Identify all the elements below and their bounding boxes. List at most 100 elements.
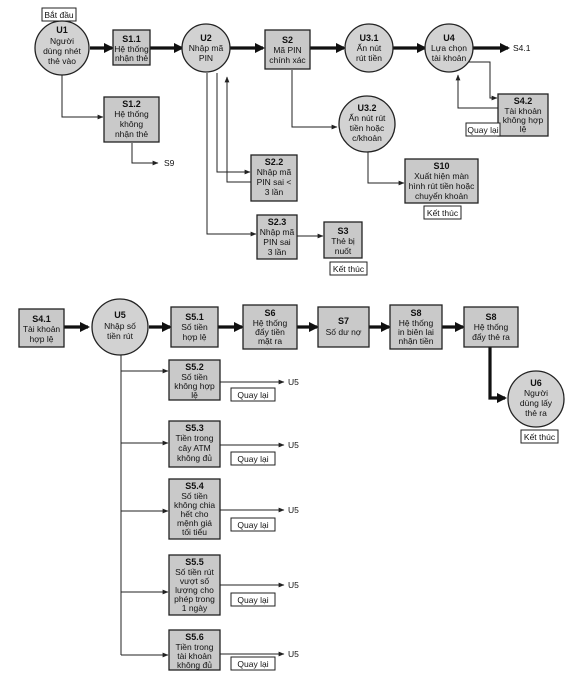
node-s2-3-line-3: 3 lần — [268, 247, 287, 257]
node-s5-2: S5.2 Số tiền không hợp lệ — [168, 359, 221, 401]
node-s5-5-line-3: lượng cho — [175, 585, 214, 595]
node-s8-eject-id: S8 — [485, 312, 496, 322]
node-s1-1-line-1: Hệ thống — [114, 44, 149, 54]
node-u3-2-id: U3.2 — [357, 103, 376, 113]
node-s2-line-1: Mã PIN — [273, 45, 301, 55]
node-s5-6-line-1: Tiền trong — [176, 642, 214, 652]
node-s5-4: S5.4 Số tiền không chia hết cho mệnh giá… — [168, 478, 221, 540]
node-u4-id: U4 — [443, 33, 455, 43]
node-u6-line-1: Người — [524, 388, 548, 398]
node-s5-6-line-2: tài khoản — [177, 651, 212, 661]
back-tag-s5-3-label: Quay lại — [237, 454, 268, 464]
node-u3-2-line-1: Ấn nút rút — [349, 113, 386, 123]
node-s5-1-line-2: hợp lệ — [182, 332, 206, 342]
node-s5-3: S5.3 Tiền trong cây ATM không đủ — [168, 420, 221, 468]
node-s6-id: S6 — [264, 308, 275, 318]
end-tag-s10: Kết thúc — [423, 205, 462, 220]
back-tag-s5-4: Quay lại — [230, 517, 276, 532]
node-u3-1-line-2: rút tiền — [356, 53, 382, 63]
node-s2-3-line-2: PIN sai — [263, 237, 291, 247]
node-s8-receipt-id: S8 — [410, 308, 421, 318]
node-s5-2-line-2: không hợp — [174, 381, 215, 391]
node-u6: U6 Người dùng lấy thẻ ra — [507, 370, 565, 428]
back-tag-s5-6-label: Quay lại — [237, 659, 268, 669]
node-s2-line-2: chính xác — [269, 55, 306, 65]
part1-connectors — [61, 42, 511, 239]
node-s7-id: S7 — [338, 316, 349, 326]
node-s5-4-line-1: Số tiền — [181, 491, 208, 501]
node-s5-4-line-3: hết cho — [181, 509, 209, 519]
node-s2-id: S2 — [282, 35, 293, 45]
node-s8-receipt-line-3: nhận tiền — [399, 336, 434, 346]
exit-u5-4: U5 — [288, 580, 299, 590]
node-u2-id: U2 — [200, 33, 212, 43]
node-s5-3-line-1: Tiền trong — [176, 433, 214, 443]
node-s4-2-line-3: lệ — [520, 124, 527, 134]
node-s5-1-line-1: Số tiền — [181, 322, 208, 332]
node-s5-2-id: S5.2 — [185, 362, 204, 372]
node-s10-line-3: chuyển khoản — [415, 191, 468, 201]
node-s2-2-line-3: 3 lần — [265, 187, 284, 197]
node-s4-1-line-1: Tài khoản — [23, 324, 61, 334]
node-s5-5-line-5: 1 ngày — [182, 603, 208, 613]
node-u3-2-line-2: tiền hoặc — [350, 123, 385, 133]
node-u5-line-2: tiền rút — [107, 331, 134, 341]
start-tag-label: Bắt đầu — [44, 10, 74, 20]
node-u1: U1 Người dùng nhét thẻ vào — [34, 20, 90, 76]
start-tag: Bắt đầu — [41, 7, 77, 22]
node-s7-line-1: Số dư nợ — [326, 327, 362, 337]
end-tag-u6-label: Kết thúc — [524, 432, 556, 442]
back-tag-s5-5: Quay lại — [230, 592, 276, 607]
node-s8-receipt-line-1: Hệ thống — [399, 318, 434, 328]
node-s2: S2 Mã PIN chính xác — [264, 29, 311, 70]
back-tag-s4-2: Quay lại — [465, 122, 501, 137]
node-u3-1-id: U3.1 — [359, 33, 378, 43]
node-s5-4-line-4: mệnh giá — [177, 518, 212, 528]
exit-u5-3: U5 — [288, 505, 299, 515]
back-tag-s5-5-label: Quay lại — [237, 595, 268, 605]
node-u4-line-1: Lựa chọn — [431, 43, 467, 53]
node-s8-eject-line-2: đẩy thẻ ra — [472, 332, 510, 342]
node-s6: S6 Hệ thống đẩy tiền mặt ra — [242, 304, 298, 350]
node-s2-3-id: S2.3 — [268, 217, 287, 227]
node-s8-receipt: S8 Hệ thống in biên lai nhận tiền — [389, 304, 443, 350]
node-s6-line-1: Hệ thống — [253, 318, 288, 328]
node-u4-line-2: tài khoản — [432, 53, 467, 63]
exit-u5-5: U5 — [288, 649, 299, 659]
node-s5-2-line-3: lệ — [191, 390, 198, 400]
node-s5-5-line-1: Số tiền rút — [175, 567, 214, 577]
node-u1-line-3: thẻ vào — [48, 56, 76, 66]
node-s4-1: S4.1 Tài khoản hợp lệ — [18, 308, 65, 348]
exit-s4-1: S4.1 — [513, 43, 531, 53]
back-tag-s5-3: Quay lại — [230, 451, 276, 466]
back-tag-s5-2: Quay lại — [230, 387, 276, 402]
node-s3-line-2: nuốt — [335, 246, 352, 256]
node-s3-line-1: Thẻ bị — [331, 236, 355, 246]
node-u3-1-line-1: Ấn nút — [357, 43, 382, 53]
node-s1-2-line-3: nhận thẻ — [115, 129, 148, 139]
end-tag-s3: Kết thúc — [329, 261, 368, 276]
node-s5-3-line-3: không đủ — [177, 453, 212, 463]
end-tag-u6: Kết thúc — [520, 429, 559, 444]
node-u6-line-3: thẻ ra — [525, 408, 547, 418]
node-s5-4-id: S5.4 — [185, 481, 204, 491]
node-u3-2-line-3: c/khoản — [352, 133, 382, 143]
node-s10-id: S10 — [433, 161, 449, 171]
node-s6-line-3: mặt ra — [258, 336, 282, 346]
node-s10: S10 Xuất hiện màn hình rút tiền hoặc chu… — [404, 158, 479, 204]
part2-connectors — [64, 321, 508, 658]
node-s1-1-line-2: nhận thẻ — [115, 53, 148, 63]
node-s5-5-line-4: phép trong — [174, 594, 215, 604]
node-s4-2-line-2: không hợp — [503, 115, 544, 125]
node-s8-eject-line-1: Hệ thống — [474, 322, 509, 332]
node-u5-line-1: Nhập số — [104, 321, 136, 331]
node-s5-3-id: S5.3 — [185, 423, 204, 433]
node-u1-line-1: Người — [50, 36, 74, 46]
node-u6-id: U6 — [530, 378, 542, 388]
node-s5-3-line-2: cây ATM — [178, 443, 210, 453]
node-u5-id: U5 — [114, 310, 126, 320]
node-s7: S7 Số dư nợ — [317, 306, 370, 348]
node-s5-5: S5.5 Số tiền rút vượt số lượng cho phép … — [168, 554, 221, 616]
end-tag-s10-label: Kết thúc — [427, 208, 459, 218]
node-s8-receipt-line-2: in biên lai — [398, 327, 434, 337]
